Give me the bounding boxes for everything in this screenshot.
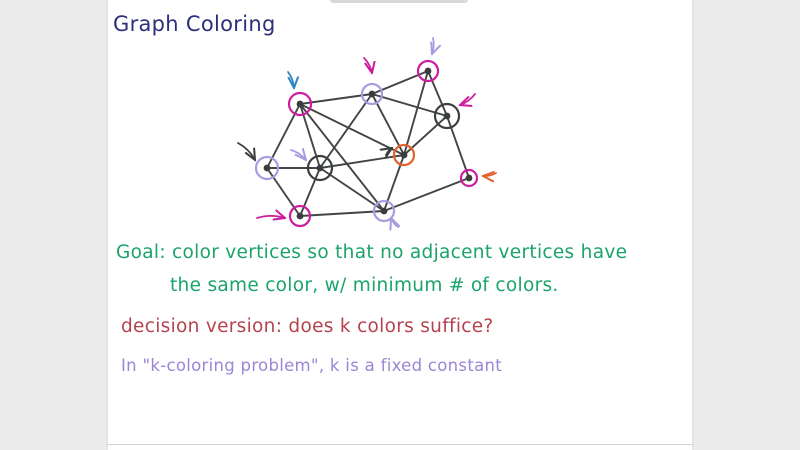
edge-a-b [299, 93, 373, 105]
edge-d-h [446, 115, 470, 179]
vertex-ring-h [459, 168, 479, 188]
vertex-ring-a [287, 91, 313, 117]
vertex-dot-g [400, 151, 408, 159]
arrow-j [391, 218, 398, 227]
vertex-ring-c [416, 59, 440, 83]
vertex-ring-e [254, 155, 280, 181]
vertex-arrows [237, 37, 497, 227]
edge-f-i [299, 167, 321, 217]
arrow-a [287, 71, 294, 88]
vertex-dot-h [465, 174, 473, 182]
edge-e-i [266, 167, 301, 217]
vertex-ring-j [372, 199, 396, 223]
vertex-ring-g [392, 143, 416, 167]
edge-b-g [371, 93, 405, 156]
top-scroll-tab[interactable] [330, 0, 468, 3]
page-title: Graph Coloring [113, 12, 276, 36]
edge-h-j [383, 177, 470, 212]
vertex-dot-e [263, 164, 271, 172]
arrow-f [290, 150, 306, 160]
vertex-dot-i [296, 212, 304, 220]
vertex-dot-a [296, 100, 304, 108]
goal-line-2: the same color, w/ minimum # of colors. [170, 275, 559, 296]
vertex-ring-f [306, 154, 334, 182]
goal-line-1: Goal: color vertices so that no adjacent… [116, 242, 628, 263]
k-coloring-note: In "k-coloring problem", k is a fixed co… [121, 356, 503, 375]
vertex-ring-i [288, 204, 312, 228]
graph-vertices [254, 59, 479, 228]
edge-a-g [299, 103, 405, 156]
arrow-b [363, 57, 372, 73]
arrow-g [386, 148, 392, 155]
arrow-c [432, 37, 434, 54]
edge-c-d [427, 70, 448, 117]
vertex-ring-b [360, 82, 384, 106]
arrow-h [483, 173, 497, 176]
page-bottom-border [108, 444, 692, 445]
edge-a-j [299, 103, 385, 212]
edge-c-g [403, 70, 429, 156]
vertex-ring-d [433, 102, 461, 130]
arrow-d [460, 93, 476, 105]
arrow-e [237, 142, 255, 160]
vertex-dot-c [424, 67, 432, 75]
decision-version-note: decision version: does k colors suffice? [121, 316, 494, 337]
edge-i-j [299, 210, 385, 217]
vertex-dot-f [316, 164, 324, 172]
vertex-dot-d [443, 112, 451, 120]
arrow-i [256, 216, 285, 218]
vertex-dot-j [380, 207, 388, 215]
vertex-dot-b [368, 90, 376, 98]
edge-b-f [319, 93, 373, 169]
